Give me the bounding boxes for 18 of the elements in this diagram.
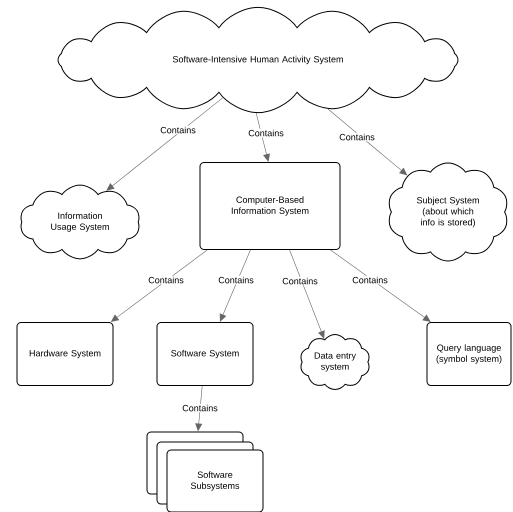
edge-label: Contains bbox=[351, 276, 389, 284]
rounded-box: Software System bbox=[156, 322, 254, 386]
arrow bbox=[330, 250, 431, 322]
arrow bbox=[256, 112, 270, 162]
edge-label: Contains bbox=[281, 276, 319, 286]
edge-label: Contains bbox=[147, 276, 185, 284]
edge-label: Contains bbox=[217, 276, 255, 284]
arrow bbox=[220, 250, 251, 322]
edge-label: Contains bbox=[247, 128, 285, 138]
edge-label: Contains bbox=[181, 404, 219, 412]
stacked-boxes: Software Subsystems bbox=[146, 432, 264, 512]
arrow bbox=[328, 108, 408, 176]
arrow bbox=[195, 386, 202, 432]
rounded-box: Hardware System bbox=[16, 322, 114, 386]
rounded-box: Query language (symbol system) bbox=[426, 322, 512, 386]
edge-label: Contains bbox=[159, 126, 197, 134]
rounded-box: Computer-Based Information System bbox=[200, 162, 340, 250]
edge-label: Contains bbox=[338, 132, 376, 142]
